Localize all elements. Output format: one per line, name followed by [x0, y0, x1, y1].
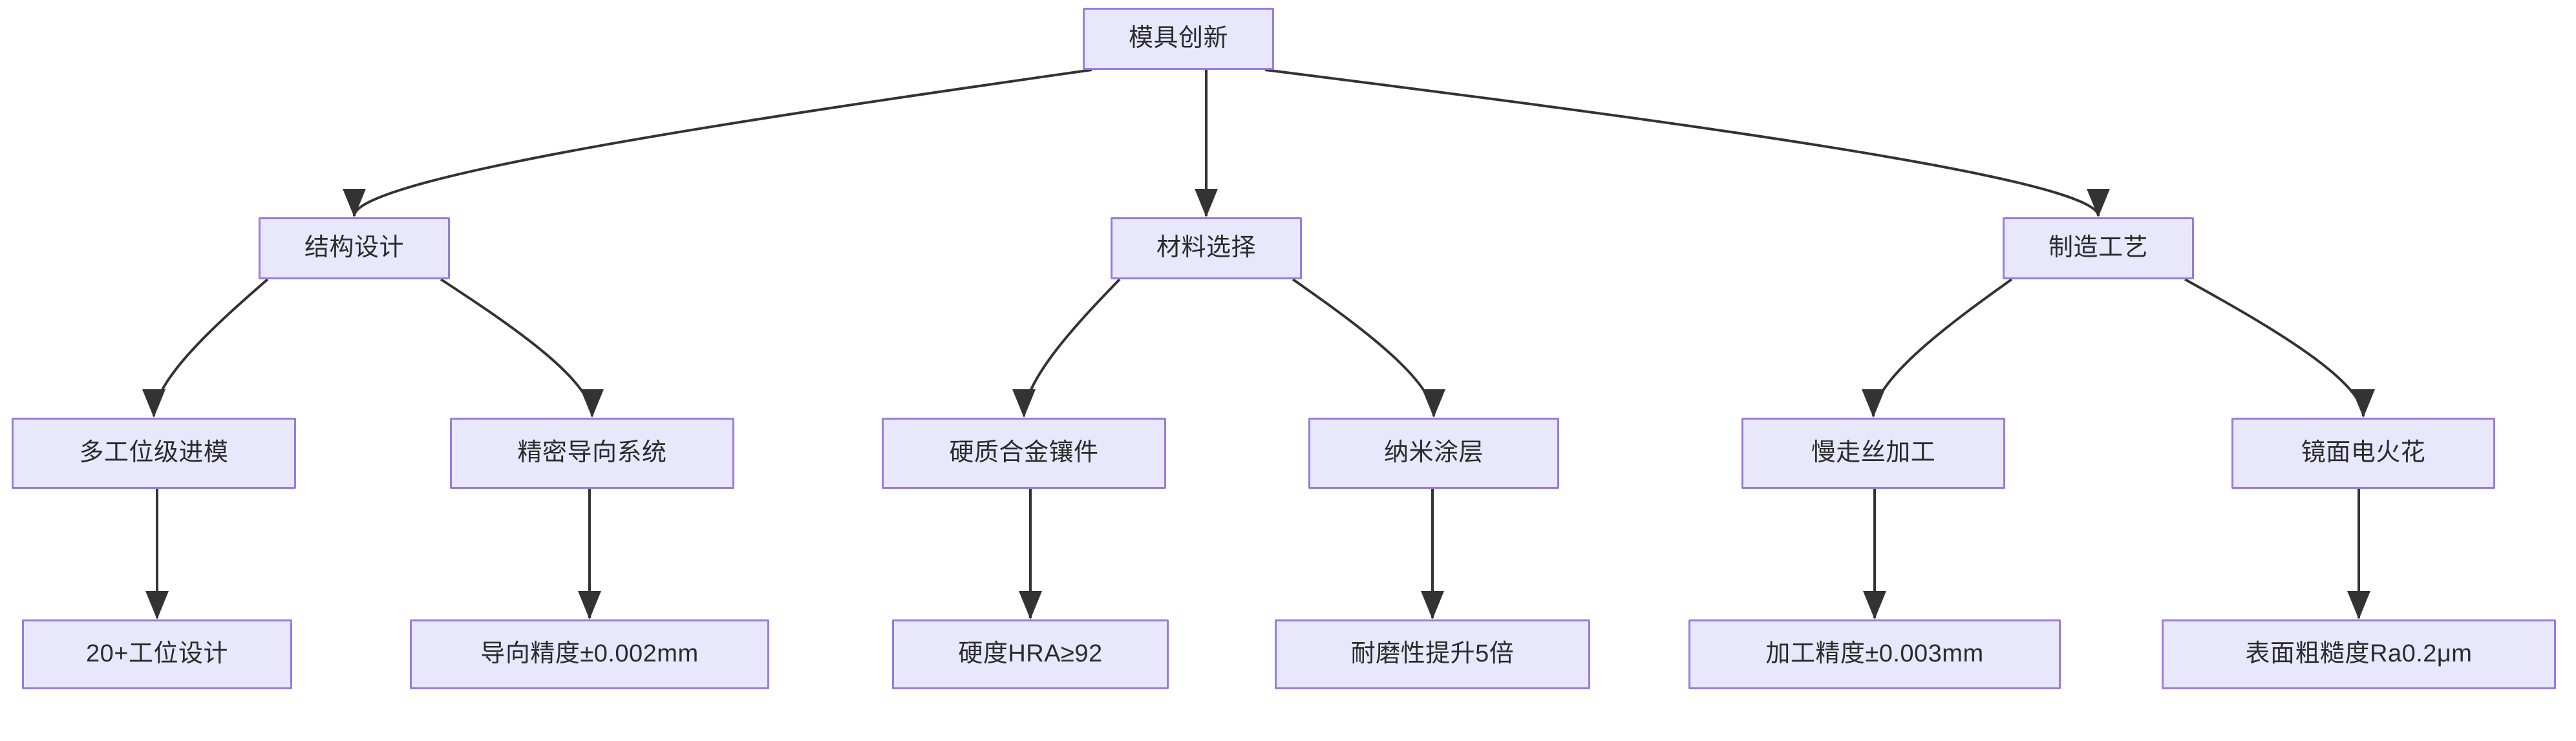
flow-node-l4f[interactable]: 表面粗糙度Ra0.2μm	[2162, 619, 2556, 689]
flow-node-label: 结构设计	[304, 234, 404, 262]
flow-node-label: 纳米涂层	[1383, 439, 1484, 467]
flow-node-l4d[interactable]: 耐磨性提升5倍	[1275, 619, 1590, 689]
edge-paths	[142, 69, 2375, 619]
flow-node-label: 模具创新	[1128, 25, 1228, 52]
flow-node-l2a[interactable]: 结构设计	[259, 217, 450, 279]
flow-node-l3c[interactable]: 硬质合金镶件	[882, 418, 1166, 489]
flow-node-l2c[interactable]: 制造工艺	[2003, 217, 2194, 279]
flow-node-label: 导向精度±0.002mm	[480, 640, 699, 668]
flow-node-l3a[interactable]: 多工位级进模	[12, 418, 296, 489]
flow-node-label: 精密导向系统	[517, 439, 667, 467]
flow-node-label: 表面粗糙度Ra0.2μm	[2245, 640, 2473, 668]
flow-edge-root-to-l2a	[343, 69, 1092, 217]
flow-node-label: 镜面电火花	[2301, 439, 2426, 467]
flow-node-l3e[interactable]: 慢走丝加工	[1741, 418, 2005, 489]
flow-node-label: 耐磨性提升5倍	[1350, 640, 1515, 668]
flow-node-l2b[interactable]: 材料选择	[1111, 217, 1302, 279]
flow-node-label: 加工精度±0.003mm	[1765, 640, 1984, 668]
flow-node-label: 硬度HRA≥92	[958, 640, 1103, 668]
flow-edge-l2a-to-l3a	[142, 278, 269, 418]
flow-edge-l2c-to-l3f	[2184, 278, 2375, 418]
flow-node-l4c[interactable]: 硬度HRA≥92	[892, 619, 1169, 689]
flow-node-l4b[interactable]: 导向精度±0.002mm	[410, 619, 769, 689]
flow-node-l4e[interactable]: 加工精度±0.003mm	[1688, 619, 2061, 689]
flow-node-label: 慢走丝加工	[1811, 439, 1936, 467]
flow-edge-l2c-to-l3e	[1862, 278, 2013, 418]
flow-node-label: 制造工艺	[2048, 234, 2148, 262]
flow-node-label: 硬质合金镶件	[949, 439, 1099, 467]
flow-node-l3d[interactable]: 纳米涂层	[1308, 418, 1559, 489]
flow-node-label: 材料选择	[1156, 234, 1256, 262]
flow-edge-root-to-l2c	[1264, 69, 2110, 217]
flow-node-label: 多工位级进模	[79, 439, 229, 467]
flow-edge-l2b-to-l3c	[1012, 278, 1121, 418]
flow-node-l3f[interactable]: 镜面电火花	[2231, 418, 2495, 489]
flow-node-label: 20+工位设计	[86, 640, 228, 668]
flow-edge-l2a-to-l3b	[440, 278, 604, 418]
flow-node-l3b[interactable]: 精密导向系统	[450, 418, 734, 489]
flow-edge-l2b-to-l3d	[1292, 278, 1445, 418]
flow-node-root[interactable]: 模具创新	[1083, 8, 1274, 70]
flow-node-l4a[interactable]: 20+工位设计	[22, 619, 292, 689]
